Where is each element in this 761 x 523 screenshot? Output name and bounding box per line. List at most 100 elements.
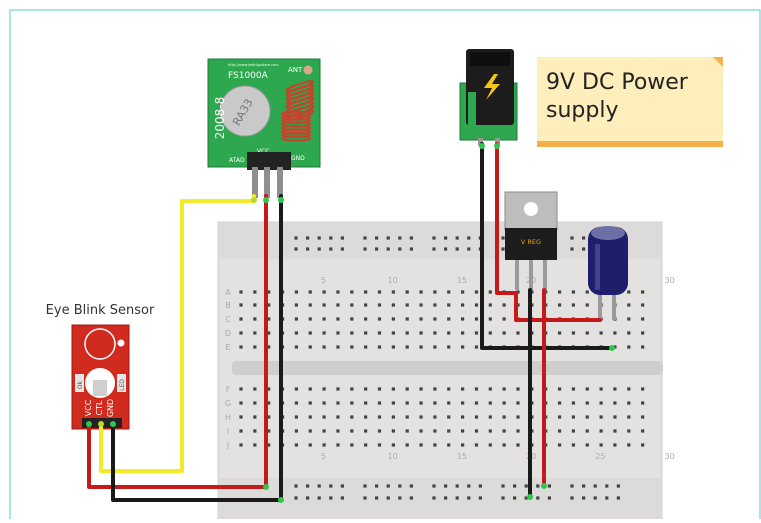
breadboard-hole	[488, 317, 492, 321]
breadboard-hole	[398, 236, 402, 240]
regulator-heatsink	[504, 191, 558, 231]
breadboard-hole	[641, 345, 645, 349]
breadboard-hole	[461, 303, 465, 307]
breadboard-hole	[336, 317, 340, 321]
breadboard-hole	[239, 401, 243, 405]
transmitter-year: 2008-8	[213, 97, 227, 140]
breadboard-hole	[513, 496, 517, 500]
breadboard-hole	[605, 496, 609, 500]
breadboard-hole	[599, 429, 603, 433]
breadboard-hole	[294, 415, 298, 419]
breadboard-hole	[377, 401, 382, 405]
breadboard-hole	[516, 290, 520, 294]
breadboard-hole	[593, 484, 597, 488]
breadboard-hole	[467, 484, 471, 488]
column-label: 10	[388, 276, 398, 285]
breadboard-hole	[524, 484, 528, 488]
endpoint	[251, 197, 257, 203]
breadboard-hole	[336, 387, 340, 391]
regulator-body	[505, 228, 557, 260]
breadboard-hole	[364, 290, 368, 294]
breadboard-hole	[613, 415, 617, 419]
breadboard-hole	[474, 429, 479, 433]
sensor-side-left: Ok	[77, 380, 84, 389]
breadboard-hole	[322, 401, 326, 405]
regulator-hole	[524, 202, 538, 216]
breadboard-hole	[501, 236, 505, 240]
row-label: A	[225, 288, 231, 297]
dc-power-jack	[459, 49, 518, 146]
capacitor-top	[591, 226, 625, 240]
breadboard-hole	[432, 496, 436, 500]
breadboard-hole	[322, 317, 326, 321]
breadboard-hole	[557, 303, 562, 307]
breadboard-hole	[557, 387, 562, 391]
breadboard-hole	[308, 345, 312, 349]
breadboard-hole	[557, 401, 562, 405]
breadboard-hole	[461, 331, 465, 335]
breadboard-hole	[585, 290, 589, 294]
wires	[87, 142, 614, 502]
breadboard-hole	[391, 345, 395, 349]
breadboard-hole	[513, 484, 517, 488]
center-channel	[232, 361, 663, 375]
breadboard-hole	[253, 387, 257, 391]
breadboard-hole	[239, 345, 243, 349]
breadboard-hole	[419, 345, 423, 349]
breadboard-hole	[447, 345, 451, 349]
breadboard-hole	[405, 317, 409, 321]
breadboard-hole	[391, 290, 395, 294]
column-label: 10	[388, 452, 398, 461]
breadboard-hole	[340, 236, 344, 240]
breadboard-hole	[377, 415, 382, 419]
breadboard-hole	[405, 429, 409, 433]
breadboard-hole	[599, 443, 603, 447]
breadboard-hole	[474, 345, 479, 349]
breadboard-hole	[571, 415, 575, 419]
breadboard-hole	[419, 387, 423, 391]
breadboard-hole	[627, 317, 631, 321]
breadboard-hole	[627, 387, 631, 391]
breadboard-hole	[419, 443, 423, 447]
breadboard-hole	[433, 317, 437, 321]
column-label: 30	[665, 276, 675, 285]
breadboard-hole	[350, 387, 354, 391]
crystal	[219, 85, 271, 137]
breadboard-hole	[447, 303, 451, 307]
breadboard-hole	[501, 247, 505, 251]
breadboard-hole	[536, 496, 540, 500]
breadboard-hole	[405, 303, 409, 307]
breadboard-hole	[405, 331, 409, 335]
breadboard-hole	[322, 345, 326, 349]
breadboard-hole	[239, 317, 243, 321]
breadboard-hole	[336, 290, 340, 294]
breadboard-hole	[405, 345, 409, 349]
breadboard-hole	[419, 415, 423, 419]
breadboard-hole	[329, 496, 333, 500]
breadboard-hole	[267, 415, 271, 419]
breadboard-hole	[461, 290, 465, 294]
breadboard-hole	[377, 387, 382, 391]
breadboard-hole	[432, 236, 436, 240]
breadboard-hole	[641, 429, 645, 433]
dc-jack-pin-2	[495, 138, 500, 146]
breadboard-hole	[547, 496, 551, 500]
breadboard-hole	[447, 290, 451, 294]
breadboard-hole	[419, 331, 423, 335]
breadboard-hole	[329, 484, 333, 488]
breadboard-hole	[570, 484, 574, 488]
breadboard-hole	[474, 387, 479, 391]
breadboard-hole	[386, 496, 390, 500]
breadboard-hole	[391, 443, 395, 447]
breadboard-hole	[253, 429, 257, 433]
breadboard-hole	[641, 387, 645, 391]
breadboard-hole	[239, 387, 243, 391]
voltage-regulator: V REG	[504, 191, 558, 290]
breadboard-hole	[582, 484, 586, 488]
breadboard-hole	[478, 496, 482, 500]
breadboard-hole	[433, 331, 437, 335]
breadboard-hole	[308, 443, 312, 447]
breadboard-hole	[267, 345, 271, 349]
breadboard-hole	[405, 290, 409, 294]
